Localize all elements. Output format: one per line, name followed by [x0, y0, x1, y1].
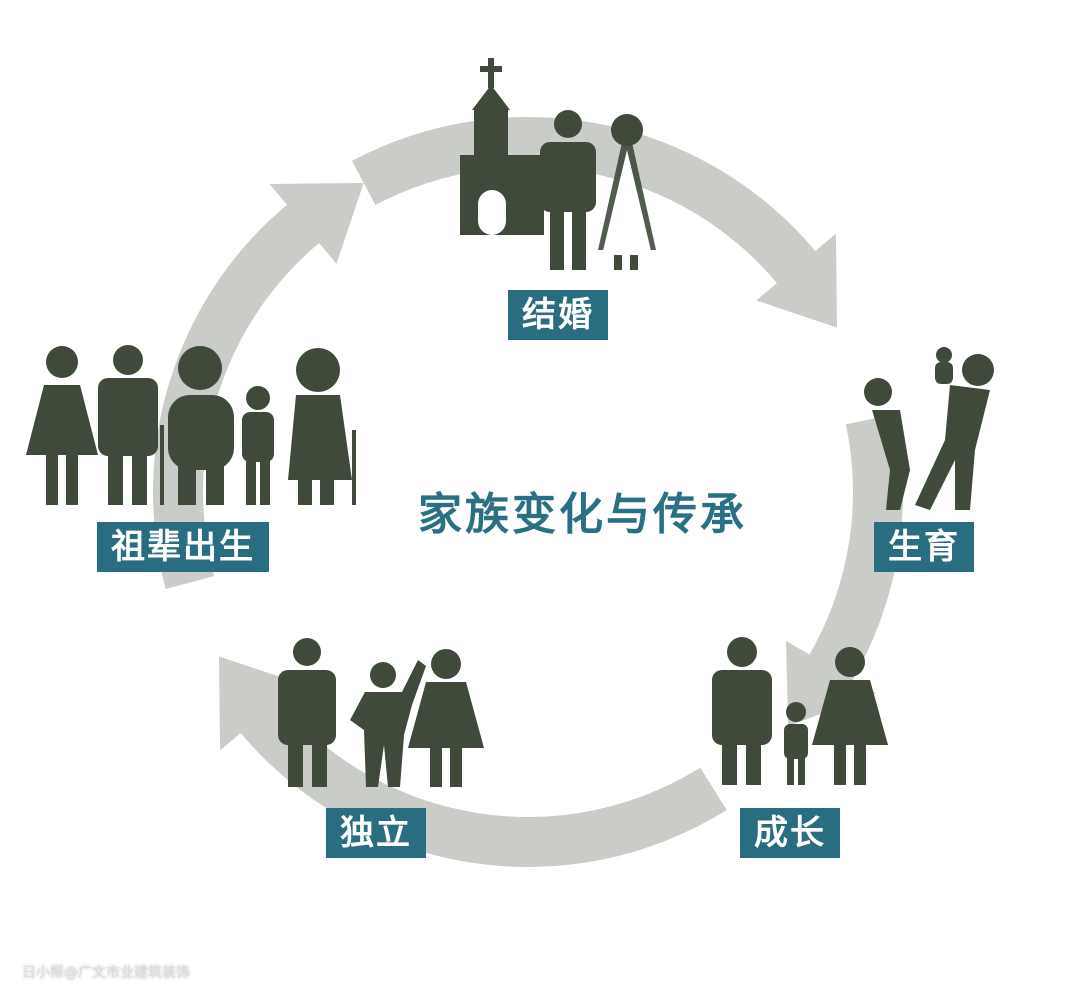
cycle-arrow-segment-2: [786, 414, 903, 727]
stage-label-birth: 生育: [874, 522, 974, 572]
parents-lifting-baby-icon: [864, 347, 994, 510]
family-with-child-icon: [712, 637, 888, 785]
extended-family-icon: [26, 345, 356, 505]
diagram-title: 家族变化与传承: [418, 489, 747, 540]
stage-label-marriage: 结婚: [508, 290, 608, 340]
stage-label-independence: 独立: [326, 808, 426, 858]
family-independent-child-icon: [278, 638, 484, 787]
stage-label-growth: 成长: [740, 808, 840, 858]
groom-icon: [540, 110, 596, 270]
stage-label-grandparents: 祖辈出生: [97, 522, 269, 572]
bride-icon: [598, 114, 656, 270]
church-icon: [460, 58, 544, 235]
watermark: 日小帮@广文市业建筑装饰: [22, 965, 190, 981]
